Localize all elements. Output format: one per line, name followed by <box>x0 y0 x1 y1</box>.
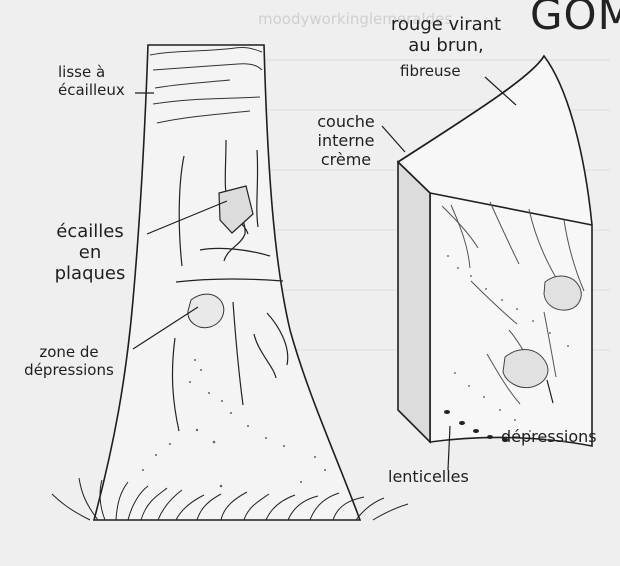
bark-block <box>398 56 592 446</box>
label-depressions: dépressions <box>501 428 597 447</box>
label-rouge-line-2: au brun, <box>372 35 520 56</box>
label-couche-line-2: interne <box>288 132 404 151</box>
label-couche-line-1: couche <box>288 113 404 132</box>
label-couche-line-3: crème <box>288 151 404 170</box>
label-rouge: rouge virant au brun, <box>372 14 520 56</box>
depression-zone <box>188 294 224 328</box>
label-lisse-line-2: écailleux <box>58 82 125 100</box>
label-fibreuse: fibreuse <box>400 63 461 81</box>
label-ecailles-line-1: écailles <box>38 221 142 242</box>
label-zone: zone de dépressions <box>0 344 138 379</box>
label-lenticelles: lenticelles <box>388 468 469 487</box>
label-ecailles: écailles en plaques <box>38 221 142 285</box>
label-lisse: lisse à écailleux <box>58 64 125 99</box>
label-zone-line-2: dépressions <box>0 362 138 380</box>
label-ecailles-line-3: plaques <box>38 263 142 284</box>
label-rouge-line-1: rouge virant <box>372 14 520 35</box>
label-zone-line-1: zone de <box>0 344 138 362</box>
label-ecailles-line-2: en <box>38 242 142 263</box>
label-lisse-line-1: lisse à <box>58 64 125 82</box>
label-couche: couche interne crème <box>288 113 404 170</box>
